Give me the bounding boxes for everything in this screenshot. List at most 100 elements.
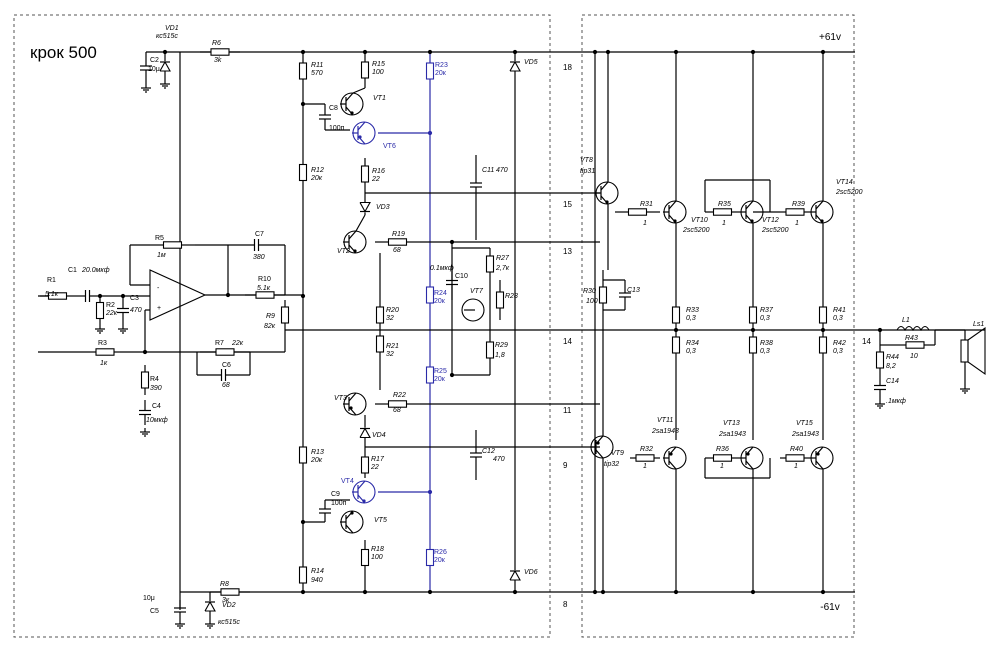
component-ref-vt9: VT9 xyxy=(611,450,624,457)
wire xyxy=(600,181,609,191)
resistor-r12 xyxy=(298,163,308,182)
junction-dot xyxy=(512,589,518,595)
component-ref-c13: C13 xyxy=(627,287,640,294)
resistor-r37 xyxy=(748,306,758,324)
resistor-r23 xyxy=(425,62,435,80)
component-value-r23: 20к xyxy=(435,70,447,77)
component-ref-r5: R5 xyxy=(155,235,164,242)
component-ref-r2: R2 xyxy=(106,302,115,309)
component-ref-vt14: VT14 xyxy=(836,179,853,186)
component-value-c3: 470 xyxy=(130,307,142,314)
component-value-r25: 20к xyxy=(434,376,446,383)
resistor-r5 xyxy=(162,241,183,249)
resistor-r28 xyxy=(495,291,505,309)
component-value-c7: 380 xyxy=(253,254,265,261)
component-ref-r4: R4 xyxy=(150,376,159,383)
component-value-vt10: 2sc5200 xyxy=(682,227,710,234)
component-value-r4: 390 xyxy=(150,385,162,392)
component-value-vt14: 2sc5200 xyxy=(835,189,863,196)
junction-dot xyxy=(427,49,433,55)
component-ref-r21: R21 xyxy=(386,343,399,350)
component-ref-vt8: VT8 xyxy=(580,157,593,164)
component-ref-r9: R9 xyxy=(266,313,275,320)
component-ref-r6: R6 xyxy=(212,40,221,47)
component-ref-vt13: VT13 xyxy=(723,420,740,427)
junction-dot xyxy=(750,49,756,55)
junction-dot xyxy=(162,49,168,55)
component-value-r36: 1 xyxy=(720,463,724,470)
wire xyxy=(345,92,354,102)
component-value-r43: 10 xyxy=(910,353,918,360)
component-ref-vt4: VT4 xyxy=(341,478,354,485)
component-value-r22: 68 xyxy=(393,407,401,414)
wire xyxy=(668,200,677,210)
component-ref-r22: R22 xyxy=(393,392,406,399)
component-ref-r30: R30 xyxy=(583,288,596,295)
resistor-r40 xyxy=(785,454,805,462)
component-value-r2: 22к xyxy=(105,310,118,317)
junction-dot xyxy=(97,293,103,299)
wire xyxy=(352,87,366,94)
resistor-r10 xyxy=(255,291,275,299)
wire xyxy=(355,214,366,232)
diode-vd4 xyxy=(359,427,371,439)
component-ref-r42: R42 xyxy=(833,340,846,347)
component-ref-vt7: VT7 xyxy=(470,288,484,295)
junction-dot xyxy=(673,327,679,333)
junction-dot xyxy=(120,293,126,299)
component-ref-c3: C3 xyxy=(130,295,139,302)
component-ref-l1: L1 xyxy=(902,317,910,324)
component-value-r39: 1 xyxy=(795,220,799,227)
component-ref-r14: R14 xyxy=(311,568,324,575)
component-ref-c1: C1 xyxy=(68,267,77,274)
component-ref-r39: R39 xyxy=(792,201,805,208)
junction-dot xyxy=(673,589,679,595)
resistor-r4 xyxy=(140,371,150,389)
wire xyxy=(595,449,604,459)
component-value-vd1: кс515с xyxy=(156,33,178,40)
component-value-r44: 8,2 xyxy=(886,363,896,370)
wire xyxy=(345,524,354,534)
component-ref-vt6: VT6 xyxy=(383,143,396,150)
junction-dot xyxy=(592,49,598,55)
component-value-r18: 100 xyxy=(371,554,383,561)
component-value-c12: 470 xyxy=(493,456,505,463)
component-value-c9: 100п xyxy=(331,500,347,507)
component-value-c10: 0.1мкф xyxy=(430,265,454,272)
component-value-r29: 1,8 xyxy=(495,352,505,359)
schematic-drawing: крок 500+61v-61v18151314119814VD1кс515сC… xyxy=(13,14,986,638)
component-value-c2: 10μ xyxy=(148,66,160,73)
component-value-r3: 1к xyxy=(100,360,108,367)
junction-dot xyxy=(820,49,826,55)
wire xyxy=(348,230,357,240)
component-ref-r38: R38 xyxy=(760,340,773,347)
resistor-r7 xyxy=(215,348,235,356)
junction-dot xyxy=(225,292,231,298)
component-ref-r19: R19 xyxy=(392,231,405,238)
resistor-r29 xyxy=(485,341,495,359)
transistor-arrow xyxy=(746,452,750,456)
junction-dot xyxy=(820,327,826,333)
node-label: 13 xyxy=(563,247,572,256)
component-value-r24: 20к xyxy=(434,298,446,305)
component-ref-vt2: VT2 xyxy=(337,248,350,255)
resistor-r30 xyxy=(598,286,608,304)
component-value-r6: 3k xyxy=(214,57,222,64)
junction-dot xyxy=(362,589,368,595)
node-label: 8 xyxy=(563,600,568,609)
component-ref-r20: R20 xyxy=(386,307,399,314)
wire xyxy=(357,121,366,131)
resistor-r16 xyxy=(360,165,370,183)
component-value-vt8: tip31 xyxy=(580,168,595,175)
inductor-l1 xyxy=(896,325,930,332)
component-value-r38: 0,3 xyxy=(760,348,770,355)
junction-dot xyxy=(592,589,598,595)
component-value-r35: 1 xyxy=(722,220,726,227)
component-ref-vt3: VT3 xyxy=(334,395,347,402)
component-value-c6: 68 xyxy=(222,382,230,389)
node-label: 15 xyxy=(563,200,572,209)
component-value-c14: .1мкф xyxy=(886,398,906,405)
component-ref-r13: R13 xyxy=(311,449,324,456)
node-label: 11 xyxy=(563,406,572,415)
resistor-r1 xyxy=(47,292,68,300)
